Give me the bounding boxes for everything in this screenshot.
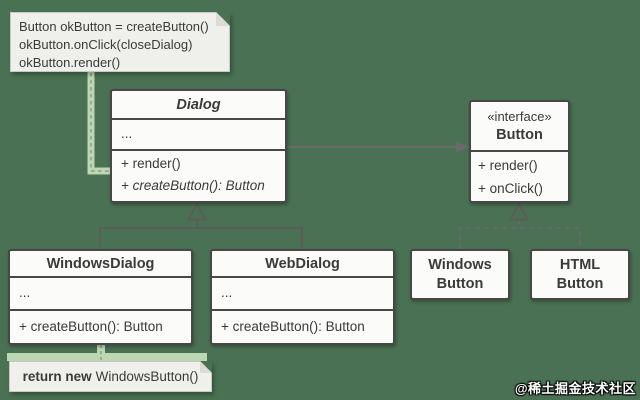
class-windows-button-line2: Button — [436, 275, 484, 292]
method-create-button: + createButton(): Button — [221, 319, 365, 334]
interface-button: «interface» Button + render() + onClick(… — [469, 100, 570, 203]
interface-button-title: «interface» Button — [471, 102, 568, 152]
class-html-button: HTML Button — [530, 249, 630, 300]
inheritance-triangle-dialog — [186, 201, 208, 221]
class-windows-button: Windows Button — [410, 249, 510, 300]
class-web-dialog-methods: + createButton(): Button — [212, 311, 393, 340]
note-bottom-connector-band — [7, 353, 207, 361]
realization-lines-button — [459, 220, 581, 249]
method-create-button: + createButton(): Button — [19, 319, 163, 334]
class-dialog-title: Dialog — [112, 91, 285, 120]
code-note-client: Button okButton = createButton() okButto… — [10, 12, 230, 72]
class-windows-dialog-title: WindowsDialog — [10, 251, 191, 278]
class-windows-dialog-methods: + createButton(): Button — [10, 311, 191, 340]
class-web-dialog: WebDialog ... + createButton(): Button — [210, 249, 395, 345]
class-dialog-attrs: ... — [112, 120, 285, 151]
class-html-button-line1: HTML — [559, 256, 601, 273]
interface-name: Button — [496, 127, 543, 143]
interface-button-methods: + render() + onClick() — [471, 152, 568, 200]
realization-triangle-button — [508, 201, 530, 221]
note-top-connector-dashes — [90, 73, 109, 172]
method-render: + render() — [478, 158, 538, 173]
code-line: Button okButton = createButton() — [19, 19, 209, 34]
stereotype-label: «interface» — [487, 109, 552, 124]
return-expression: WindowsButton() — [95, 369, 199, 384]
class-web-dialog-title: WebDialog — [212, 251, 393, 278]
dependency-arrowhead — [456, 141, 469, 153]
class-dialog: Dialog ... + render() + createButton(): … — [110, 89, 287, 203]
inheritance-lines-dialog — [99, 220, 303, 249]
code-line: okButton.onClick(closeDialog) — [19, 37, 193, 52]
class-windows-dialog: WindowsDialog ... + createButton(): Butt… — [8, 249, 193, 345]
class-windows-button-line1: Windows — [428, 256, 492, 273]
method-onclick: + onClick() — [478, 181, 543, 196]
method-create-button: + createButton(): Button — [121, 178, 265, 193]
juejin-watermark: @稀土掘金技术社区 — [514, 381, 636, 396]
return-keyword: return new — [22, 369, 92, 384]
class-web-dialog-attrs: ... — [212, 278, 393, 311]
class-dialog-methods: + render() + createButton(): Button — [112, 151, 285, 197]
class-html-button-line2: Button — [556, 275, 604, 292]
method-render: + render() — [121, 156, 181, 171]
class-windows-dialog-attrs: ... — [10, 278, 191, 311]
code-line: okButton.render() — [19, 55, 121, 70]
note-top-connector-highlight — [87, 71, 110, 175]
